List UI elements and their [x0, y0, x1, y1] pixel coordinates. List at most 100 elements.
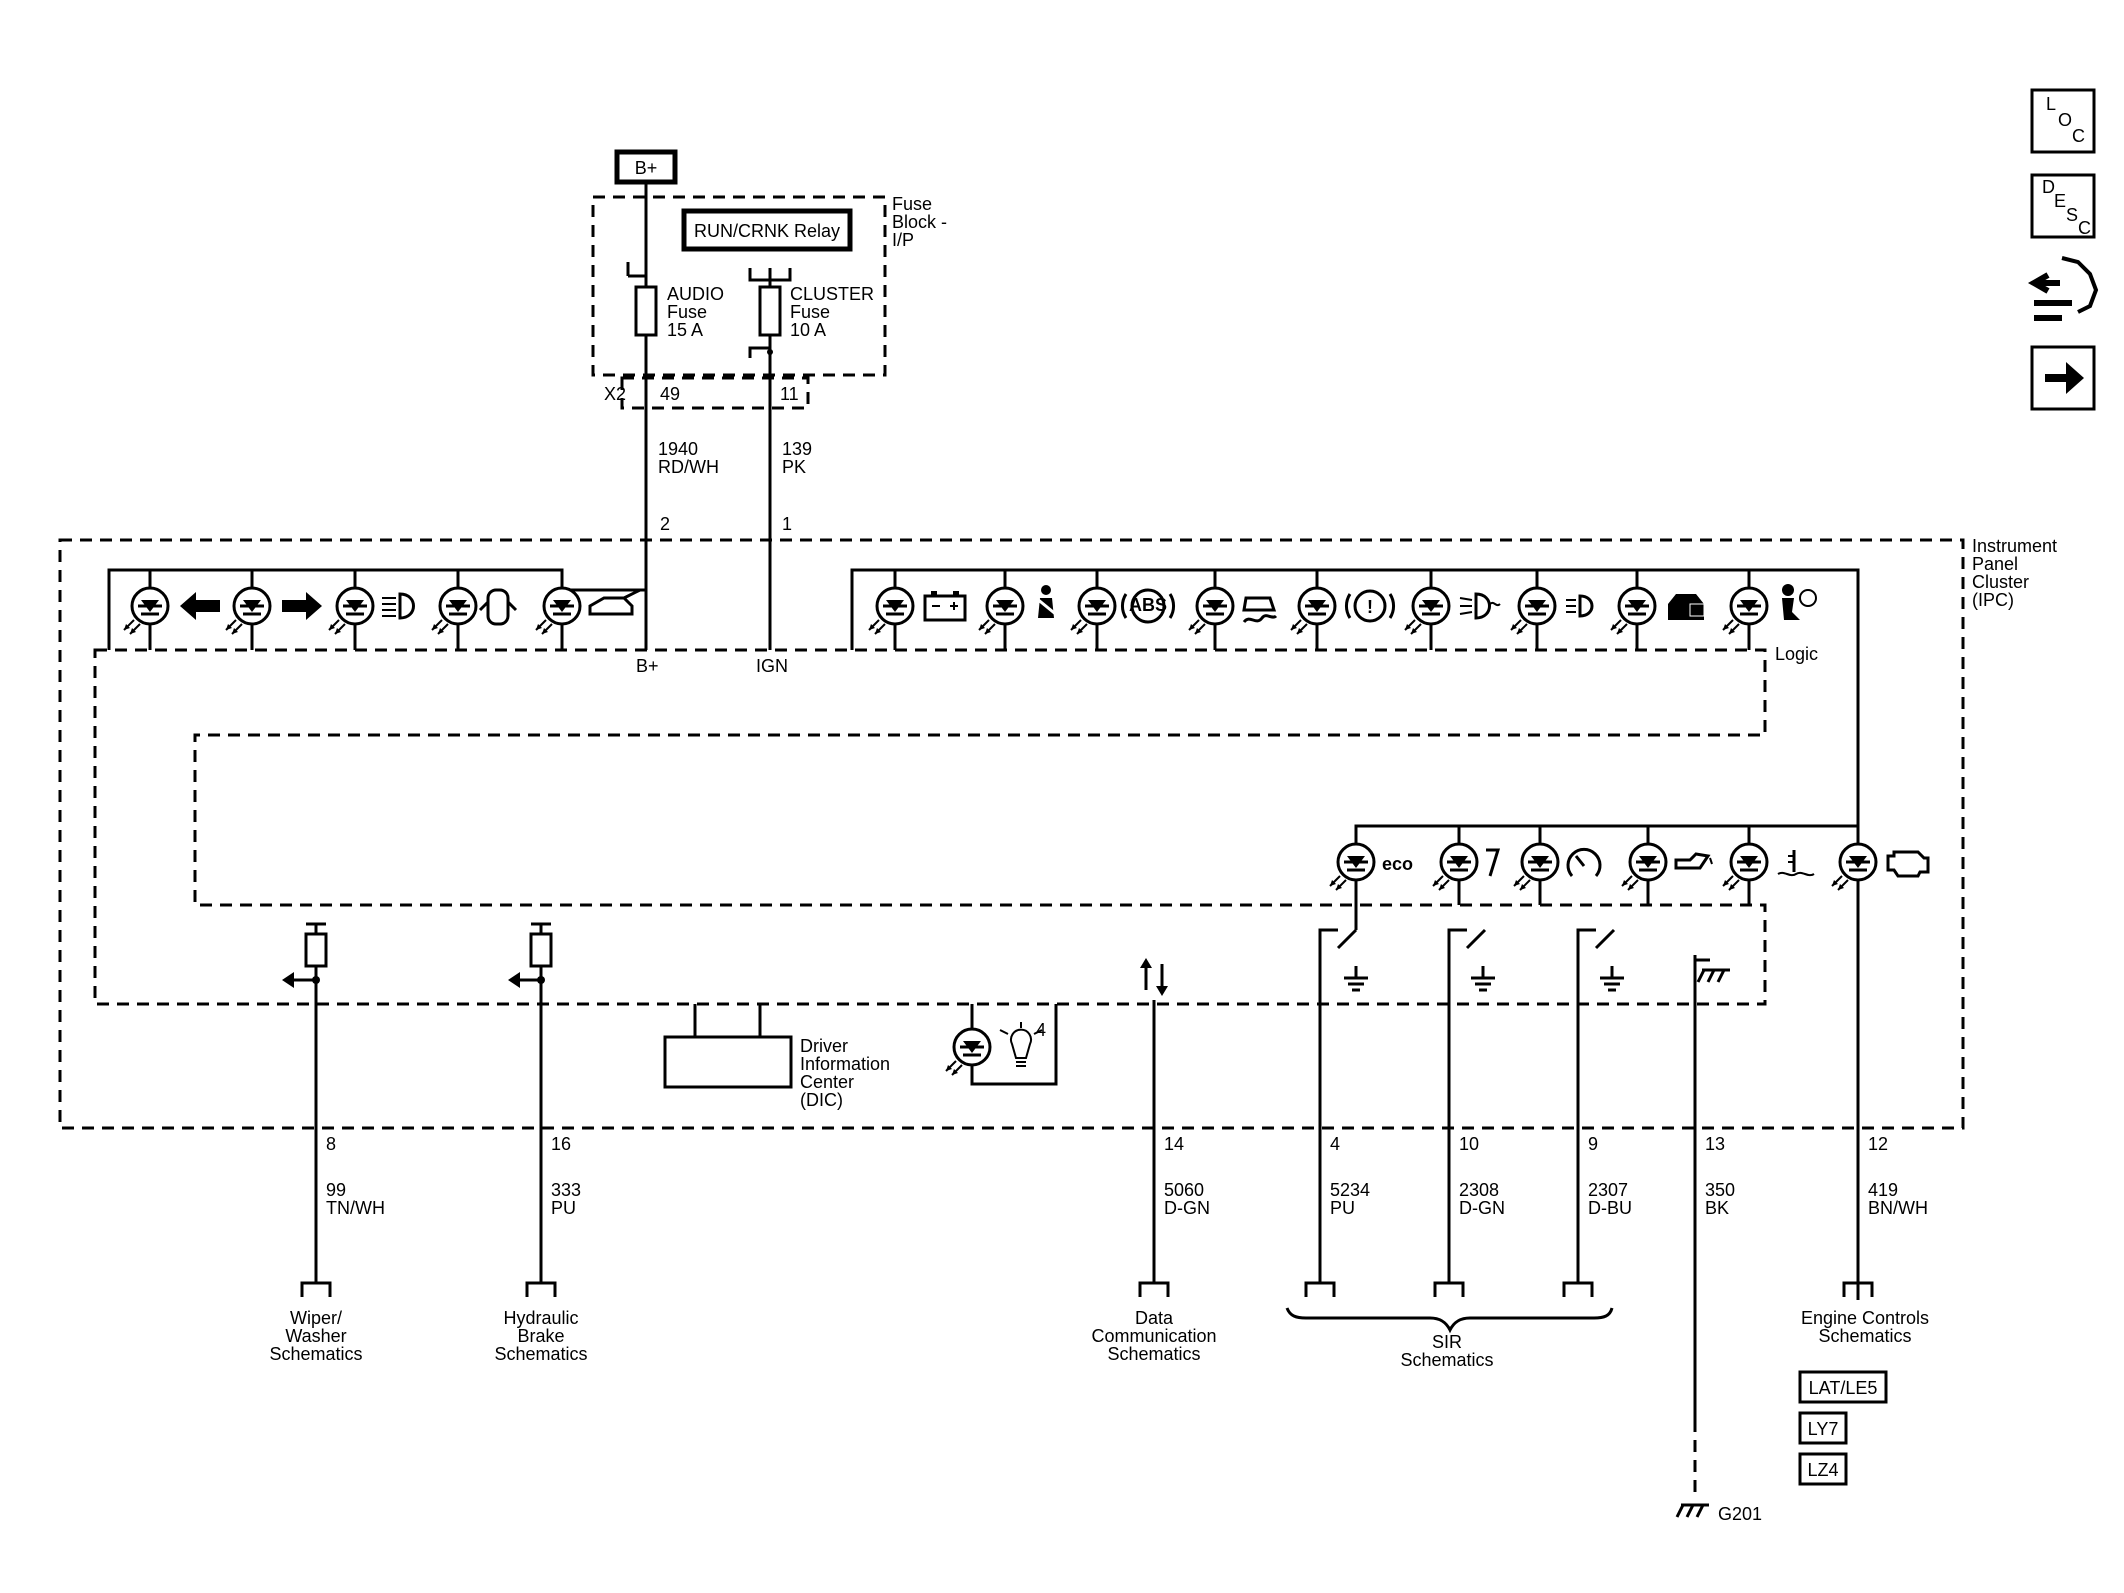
wire-419-color: BN/WH — [1868, 1198, 1928, 1218]
ign-input-label: IGN — [756, 656, 788, 676]
dic-label-4: (DIC) — [800, 1090, 843, 1110]
wire-419-circuit: 419 — [1868, 1180, 1898, 1200]
left-turn-arrow-icon — [180, 592, 220, 620]
desc-letter-s: S — [2066, 205, 2078, 225]
wire-1940-color: RD/WH — [658, 457, 719, 477]
abs-icon: ABS — [1121, 588, 1175, 624]
security-icon — [1668, 594, 1705, 620]
engine-option-lz4[interactable]: LZ4 — [1798, 1452, 1848, 1486]
sir-switch-10 — [1433, 928, 1497, 1299]
cluster-fuse-label: CLUSTER — [790, 284, 874, 304]
wiper-washer-circuit — [282, 922, 332, 1299]
wire-1940-circuit: 1940 — [658, 439, 698, 459]
run-crnk-relay-label: RUN/CRNK Relay — [694, 221, 840, 241]
liftgate-ajar-icon — [588, 588, 641, 616]
svg-text:Engine Controls: Engine Controls — [1801, 1308, 1929, 1328]
wire-139-color: PK — [782, 457, 806, 477]
brake-indicator — [1289, 570, 1337, 650]
dic-module — [663, 1004, 793, 1089]
airbag-icon — [1782, 584, 1817, 620]
pin-11: 11 — [780, 384, 799, 404]
hydraulic-brake-schematics-link[interactable]: Hydraulic Brake Schematics — [494, 1308, 587, 1364]
eco-indicator — [1328, 826, 1376, 905]
ground-g201-label: G201 — [1718, 1504, 1762, 1524]
parking-lamp-icon — [1566, 594, 1594, 618]
desc-letter-d: D — [2042, 177, 2055, 197]
brake-warning-icon: ! — [1345, 589, 1395, 623]
ipc-pin-1: 1 — [782, 514, 792, 534]
connector-view-icon[interactable] — [2027, 256, 2099, 321]
abs-indicator — [1069, 570, 1117, 650]
audio-fuse-label: AUDIO — [667, 284, 724, 304]
wire-5234-color: PU — [1330, 1198, 1355, 1218]
door-ajar-indicator — [430, 570, 478, 650]
next-page-icon[interactable] — [2030, 345, 2096, 411]
svg-text:Washer: Washer — [285, 1326, 346, 1346]
ipc-label-3: Cluster — [1972, 572, 2029, 592]
loc-button[interactable]: L O C — [2030, 88, 2096, 154]
check-engine-indicator — [1830, 842, 1878, 892]
parking-indicator — [1609, 570, 1657, 650]
pin-10: 10 — [1459, 1134, 1479, 1154]
sir-schematics-link[interactable]: SIR Schematics — [1400, 1332, 1493, 1370]
svg-text:Schematics: Schematics — [1400, 1350, 1493, 1370]
fuse-block-label-2: Block - — [892, 212, 947, 232]
x2-connector — [620, 376, 810, 410]
sir-bracket — [1285, 1307, 1614, 1334]
wiper-washer-schematics-link[interactable]: Wiper/ Washer Schematics — [269, 1308, 362, 1364]
data-communication-schematics-link[interactable]: Data Communication Schematics — [1091, 1308, 1216, 1364]
svg-text:ABS: ABS — [1129, 595, 1167, 615]
fog-lamp-icon — [1459, 592, 1501, 620]
wire-99-circuit: 99 — [326, 1180, 346, 1200]
wire-5060-circuit: 5060 — [1164, 1180, 1204, 1200]
dic-label-3: Center — [800, 1072, 854, 1092]
tpms-speedo-icon — [1566, 847, 1602, 877]
audio-fuse — [634, 285, 658, 337]
svg-text:Schematics: Schematics — [269, 1344, 362, 1364]
pin-49: 49 — [660, 384, 680, 404]
cluster-fuse-type: Fuse — [790, 302, 830, 322]
run-crnk-relay-box — [681, 208, 853, 252]
x2-label: X2 — [604, 384, 626, 404]
engine-option-ly7[interactable]: LY7 — [1798, 1411, 1848, 1445]
svg-text:Data: Data — [1135, 1308, 1174, 1328]
desc-button[interactable]: D E S C — [2030, 173, 2096, 239]
wire-333-color: PU — [551, 1198, 576, 1218]
audio-fuse-rating: 15 A — [667, 320, 703, 340]
cluster-fuse — [758, 285, 782, 337]
bplus-label: B+ — [635, 158, 658, 178]
oil-pressure-indicator — [1620, 826, 1668, 905]
engine-controls-schematics-link[interactable]: Engine Controls Schematics — [1801, 1308, 1929, 1346]
desc-letter-c: C — [2078, 218, 2091, 238]
desc-letter-e: E — [2054, 191, 2066, 211]
pin-14: 14 — [1164, 1134, 1184, 1154]
svg-text:Schematics: Schematics — [1107, 1344, 1200, 1364]
coolant-temp-icon — [1777, 850, 1815, 877]
loc-letter-o: O — [2058, 110, 2072, 130]
oil-pressure-icon — [1674, 852, 1713, 870]
svg-text:Schematics: Schematics — [494, 1344, 587, 1364]
audio-fuse-type: Fuse — [667, 302, 707, 322]
logic-label: Logic — [1775, 644, 1818, 664]
wire-99-color: TN/WH — [326, 1198, 385, 1218]
sir-switch-4 — [1304, 905, 1370, 1299]
seatbelt-icon — [1035, 585, 1059, 618]
check-engine-icon — [1886, 850, 1930, 878]
left-turn-indicator — [122, 570, 170, 650]
dic-label-1: Driver — [800, 1036, 848, 1056]
fuse-block-label-1: Fuse — [892, 194, 932, 214]
engine-option-lat-le5[interactable]: LAT/LE5 — [1798, 1370, 1888, 1404]
right-turn-arrow-icon — [282, 592, 322, 620]
right-turn-indicator — [224, 570, 272, 650]
cruise-indicator — [1431, 826, 1479, 905]
battery-icon — [923, 591, 967, 622]
ipc-label-4: (IPC) — [1972, 590, 2014, 610]
wire-2307-color: D-BU — [1588, 1198, 1632, 1218]
wire-350-circuit: 350 — [1705, 1180, 1735, 1200]
airbag-indicator — [1721, 570, 1769, 650]
battery-indicator — [867, 570, 915, 650]
fuse-block-outline — [591, 195, 887, 377]
door-ajar-icon — [478, 588, 518, 626]
svg-text:Schematics: Schematics — [1818, 1326, 1911, 1346]
high-beam-icon — [382, 592, 415, 620]
